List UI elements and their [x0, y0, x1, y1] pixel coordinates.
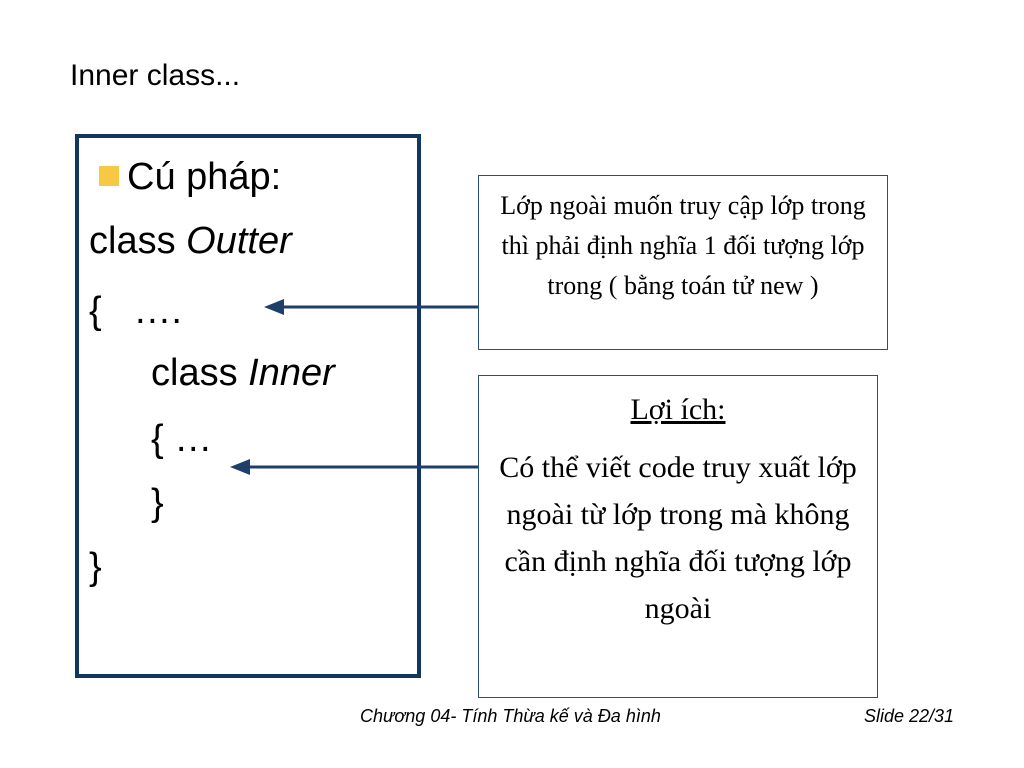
code-line-inner-class: class Inner [151, 354, 335, 392]
syntax-label: Cú pháp: [127, 156, 282, 198]
outer-access-note: Lớp ngoài muốn truy cập lớp trong thì ph… [478, 175, 888, 350]
benefit-heading: Lợi ích: [630, 393, 726, 426]
arrow-to-outer-head [264, 299, 284, 315]
inner-class-name: Inner [248, 352, 335, 394]
code-line-outer-close: } [89, 546, 102, 588]
code-line-outer-open: { …. [89, 290, 182, 332]
benefit-text: Có thể viết code truy xuất lớp ngoài từ … [499, 451, 857, 625]
outer-class-name: Outter [186, 220, 292, 262]
benefit-note: Lợi ích: Có thể viết code truy xuất lớp … [478, 375, 878, 698]
slide-title: Inner class... [70, 59, 241, 92]
bullet-square-icon [99, 166, 119, 186]
class-keyword: class [151, 352, 249, 394]
outer-access-note-text: Lớp ngoài muốn truy cập lớp trong thì ph… [500, 191, 866, 300]
syntax-code-box: Cú pháp: class Outter { …. class Inner {… [75, 134, 421, 678]
code-line-inner-close: } [151, 482, 164, 524]
footer-slide-number: Slide 22/31 [864, 706, 955, 726]
class-keyword: class [89, 220, 187, 262]
code-line-inner-open: { … [151, 418, 213, 460]
code-line-outer-class: class Outter [89, 222, 292, 260]
arrow-to-inner-head [230, 459, 250, 475]
footer-chapter: Chương 04- Tính Thừa kế và Đa hình [360, 706, 661, 726]
